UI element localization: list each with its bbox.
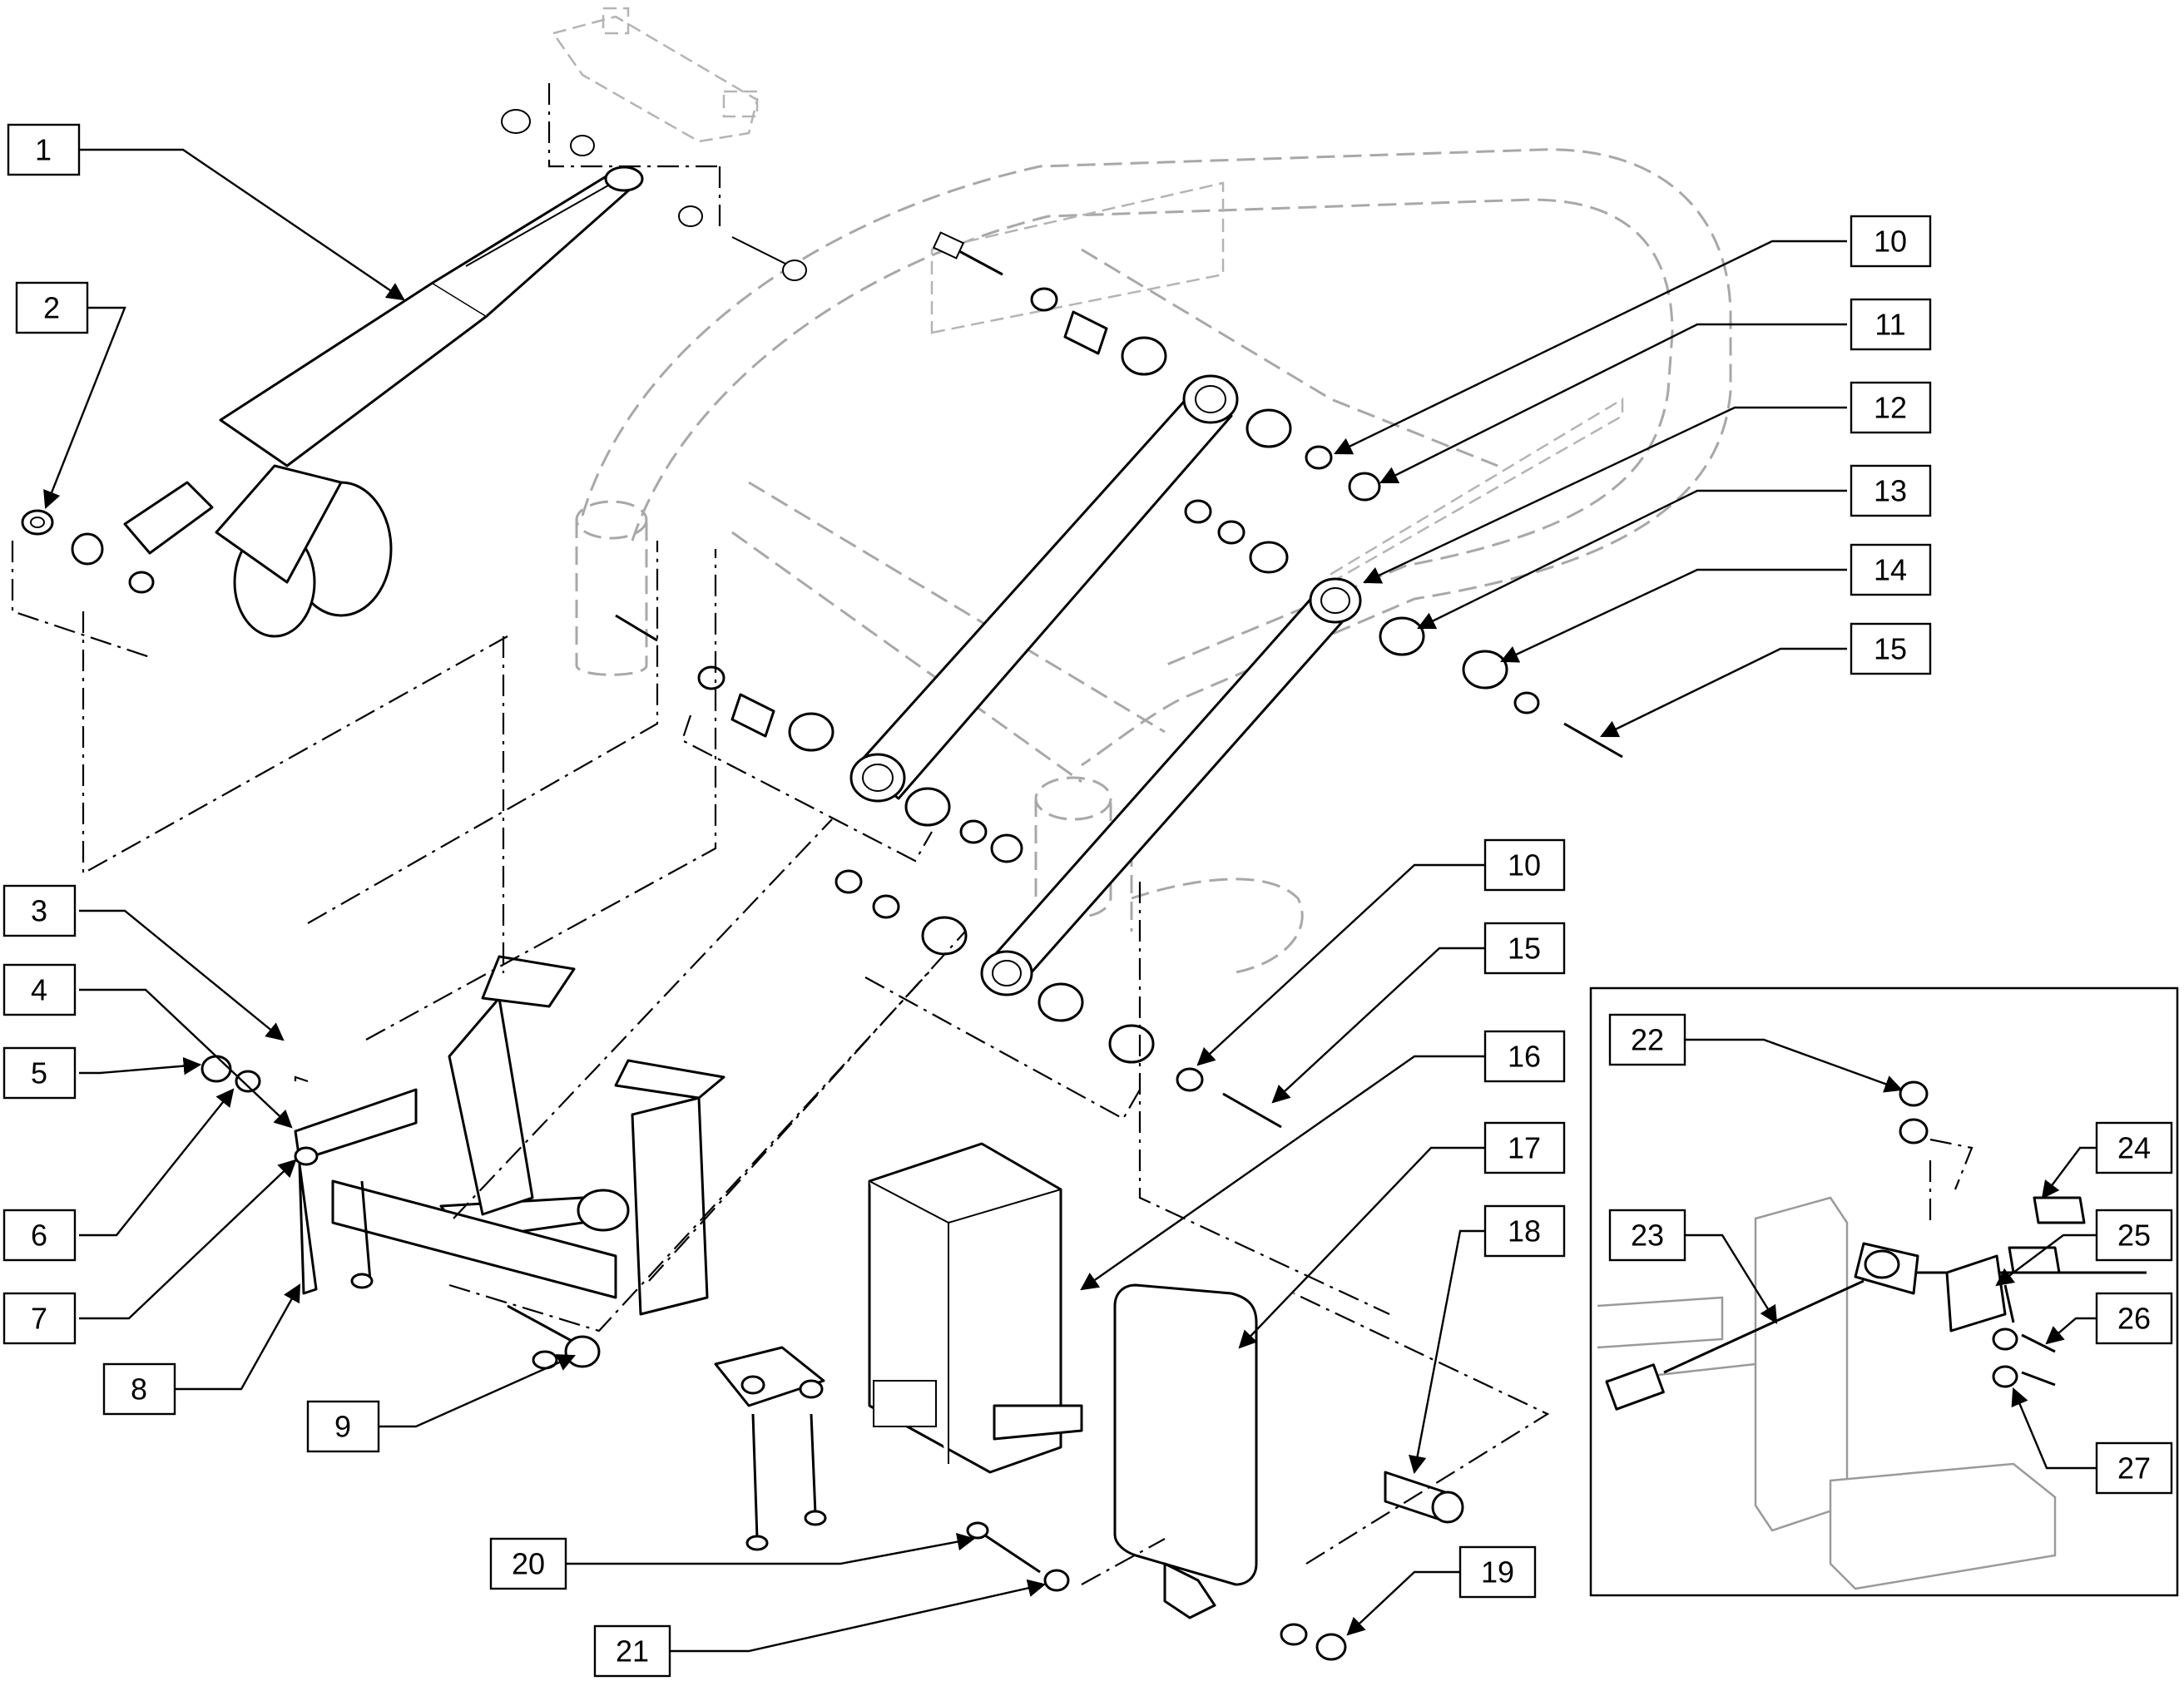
callout-1: 1 <box>7 123 405 301</box>
callout-3: 3 <box>2 884 285 1041</box>
lower-right-hardware <box>1184 499 1623 759</box>
svg-text:13: 13 <box>1874 474 1907 508</box>
callout-26: 26 <box>2045 1292 2173 1345</box>
svg-text:23: 23 <box>1631 1219 1664 1253</box>
svg-text:9: 9 <box>334 1410 351 1444</box>
callout-6: 6 <box>2 1088 235 1262</box>
callout-24: 24 <box>2041 1121 2173 1199</box>
svg-text:21: 21 <box>616 1634 649 1669</box>
callout-2: 2 <box>15 281 126 510</box>
svg-text:22: 22 <box>1631 1023 1664 1057</box>
svg-text:16: 16 <box>1508 1040 1541 1074</box>
lower-pivot-hardware <box>615 614 1023 863</box>
callout-10-upper: 10 <box>1334 215 1932 455</box>
callout-23: 23 <box>1608 1209 1778 1324</box>
linear-actuator <box>71 166 644 638</box>
svg-text:25: 25 <box>2117 1219 2151 1253</box>
footrest-assembly <box>294 955 825 1407</box>
callout-19: 19 <box>1346 1545 1537 1636</box>
svg-text:6: 6 <box>31 1219 47 1253</box>
callout-16: 16 <box>1080 1030 1566 1291</box>
footrest-assembly-lines <box>82 541 966 1332</box>
callout-21: 21 <box>593 1579 1047 1678</box>
svg-text:14: 14 <box>1874 553 1907 587</box>
callout-20: 20 <box>489 1532 976 1590</box>
actuator-mount-hardware <box>501 83 807 281</box>
svg-text:4: 4 <box>31 973 47 1007</box>
callout-12: 12 <box>1363 381 1932 584</box>
svg-text:1: 1 <box>35 133 52 167</box>
callout-15-lower: 15 <box>1271 922 1566 1104</box>
svg-text:17: 17 <box>1508 1131 1541 1165</box>
callout-9: 9 <box>306 1354 576 1453</box>
svg-text:8: 8 <box>131 1372 147 1407</box>
callout-11: 11 <box>1379 298 1932 484</box>
callout-22: 22 <box>1608 1013 1904 1093</box>
svg-text:27: 27 <box>2117 1451 2151 1486</box>
svg-text:5: 5 <box>31 1056 47 1090</box>
svg-text:18: 18 <box>1508 1214 1541 1248</box>
svg-text:15: 15 <box>1874 632 1907 666</box>
svg-text:19: 19 <box>1481 1555 1514 1590</box>
svg-text:11: 11 <box>1874 308 1905 342</box>
svg-text:7: 7 <box>31 1302 47 1336</box>
callout-15-upper: 15 <box>1600 622 1932 738</box>
washer-2 <box>11 509 155 659</box>
inset-detail <box>1589 986 2179 1597</box>
callout-7: 7 <box>2 1159 297 1345</box>
callout-8: 8 <box>102 1283 301 1416</box>
callout-10-lower: 10 <box>1196 838 1566 1066</box>
callout-27: 27 <box>2011 1387 2173 1495</box>
svg-text:20: 20 <box>512 1547 545 1581</box>
callout-18: 18 <box>1409 1204 1566 1475</box>
wheelchair-frame-ghost <box>551 7 1732 975</box>
spacer-18 <box>1293 1293 1550 1565</box>
callout-4: 4 <box>2 963 293 1129</box>
callout-25: 25 <box>1995 1209 2173 1287</box>
callout-5: 5 <box>2 1046 202 1100</box>
callout-14: 14 <box>1500 543 1932 663</box>
svg-text:26: 26 <box>2117 1302 2151 1336</box>
svg-text:3: 3 <box>31 894 47 928</box>
svg-text:15: 15 <box>1508 932 1541 966</box>
svg-text:24: 24 <box>2117 1131 2151 1165</box>
svg-text:12: 12 <box>1874 391 1907 425</box>
svg-text:2: 2 <box>43 291 60 325</box>
calf-pad-17 <box>1113 1283 1258 1619</box>
callout-17: 17 <box>1238 1121 1566 1349</box>
pad-hardware <box>966 1521 1347 1661</box>
lower-left-hardware <box>834 869 1282 1129</box>
svg-text:10: 10 <box>1508 848 1541 883</box>
calf-pad-16 <box>868 1142 1083 1474</box>
upper-pivot-hardware <box>932 231 1381 502</box>
callout-13: 13 <box>1417 464 1932 630</box>
pad-assembly-lines <box>1138 882 1390 1315</box>
svg-text:10: 10 <box>1874 225 1907 259</box>
upper-a-arm <box>849 374 1362 996</box>
